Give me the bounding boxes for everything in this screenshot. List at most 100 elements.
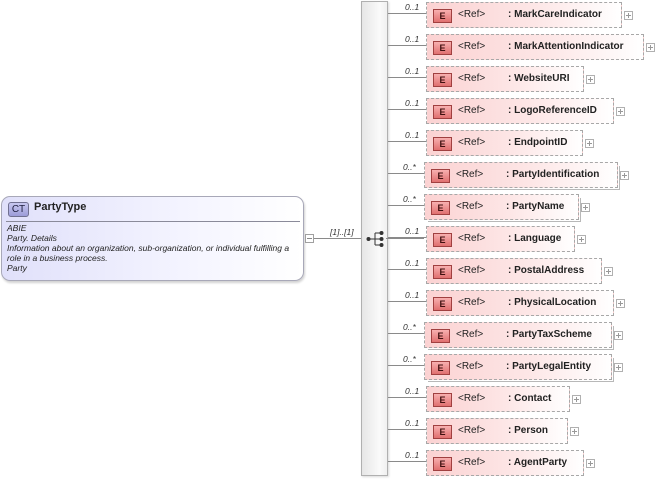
element-ref: <Ref> xyxy=(456,169,484,180)
complex-type-party-type[interactable]: CT PartyType ABIE Party. Details Informa… xyxy=(1,196,304,281)
expand-toggle[interactable] xyxy=(616,299,625,308)
element-cardinality: 0..* xyxy=(403,322,416,332)
element-cardinality: 0..1 xyxy=(405,2,420,12)
element-box[interactable]: E <Ref> : Contact xyxy=(426,386,570,412)
expand-toggle[interactable] xyxy=(570,427,579,436)
element-box[interactable]: E <Ref> : PartyTaxScheme xyxy=(424,322,612,348)
element-badge: E xyxy=(433,9,452,23)
element-ref: <Ref> xyxy=(458,105,486,116)
connector-line xyxy=(388,429,426,430)
element-name: : PostalAddress xyxy=(508,265,585,276)
element-name: : Language xyxy=(508,233,562,244)
element-ref: <Ref> xyxy=(458,41,486,52)
connector-line xyxy=(388,237,426,238)
element-name: : PartyIdentification xyxy=(506,169,600,180)
expand-toggle[interactable] xyxy=(616,107,625,116)
connector-line xyxy=(388,333,424,334)
element-ref: <Ref> xyxy=(458,73,486,84)
element-cardinality: 0..1 xyxy=(405,386,420,396)
connector-line xyxy=(388,397,426,398)
element-box[interactable]: E <Ref> : PhysicalLocation xyxy=(426,290,614,316)
doc-line: Party xyxy=(7,263,27,273)
expand-toggle[interactable] xyxy=(577,235,586,244)
expand-toggle[interactable] xyxy=(614,363,623,372)
element-ref: <Ref> xyxy=(456,329,484,340)
element-name: : Person xyxy=(508,425,549,436)
expand-toggle[interactable] xyxy=(604,267,613,276)
element-box[interactable]: E <Ref> : MarkCareIndicator xyxy=(426,2,622,28)
expand-toggle[interactable] xyxy=(586,75,595,84)
element-name: : WebsiteURI xyxy=(508,73,570,84)
connector-line xyxy=(388,461,426,462)
doc-line: Party. Details xyxy=(7,233,57,243)
complex-type-name: PartyType xyxy=(34,201,87,213)
element-box[interactable]: E <Ref> : PartyName xyxy=(424,194,579,220)
connector-line xyxy=(388,109,426,110)
element-ref: <Ref> xyxy=(458,265,486,276)
element-cardinality: 0..1 xyxy=(405,34,420,44)
expand-toggle[interactable] xyxy=(614,331,623,340)
expand-toggle[interactable] xyxy=(581,203,590,212)
connector-line xyxy=(388,13,426,14)
element-box[interactable]: E <Ref> : PostalAddress xyxy=(426,258,602,284)
expand-toggle[interactable] xyxy=(572,395,581,404)
element-badge: E xyxy=(433,457,452,471)
expand-toggle[interactable] xyxy=(646,43,655,52)
complex-type-documentation: ABIE Party. Details Information about an… xyxy=(7,223,300,273)
sequence-icon xyxy=(366,231,384,247)
connector-line xyxy=(388,173,424,174)
element-box[interactable]: E <Ref> : PartyLegalEntity xyxy=(424,354,612,380)
element-cardinality: 0..1 xyxy=(405,290,420,300)
element-badge: E xyxy=(433,41,452,55)
element-box[interactable]: E <Ref> : WebsiteURI xyxy=(426,66,584,92)
element-badge: E xyxy=(431,169,450,183)
element-ref: <Ref> xyxy=(456,201,484,212)
element-ref: <Ref> xyxy=(458,457,486,468)
element-box[interactable]: E <Ref> : PartyIdentification xyxy=(424,162,618,188)
element-badge: E xyxy=(433,233,452,247)
element-ref: <Ref> xyxy=(458,233,486,244)
connector-line xyxy=(314,238,366,239)
element-cardinality: 0..* xyxy=(403,162,416,172)
element-name: : LogoReferenceID xyxy=(508,105,597,116)
element-name: : Contact xyxy=(508,393,552,404)
element-box[interactable]: E <Ref> : LogoReferenceID xyxy=(426,98,614,124)
connector-line xyxy=(388,269,426,270)
element-badge: E xyxy=(433,105,452,119)
collapse-toggle[interactable] xyxy=(305,234,314,243)
element-ref: <Ref> xyxy=(456,361,484,372)
element-badge: E xyxy=(433,393,452,407)
element-cardinality: 0..1 xyxy=(405,66,420,76)
doc-line: ABIE xyxy=(7,223,27,233)
sequence-cardinality: [1]..[1] xyxy=(330,227,354,237)
element-box[interactable]: E <Ref> : Person xyxy=(426,418,568,444)
element-ref: <Ref> xyxy=(458,393,486,404)
element-cardinality: 0..1 xyxy=(405,450,420,460)
element-cardinality: 0..1 xyxy=(405,98,420,108)
element-name: : EndpointID xyxy=(508,137,568,148)
connector-line xyxy=(386,238,424,239)
complex-type-badge: CT xyxy=(8,202,29,217)
element-badge: E xyxy=(433,425,452,439)
element-cardinality: 0..1 xyxy=(405,258,420,268)
element-box[interactable]: E <Ref> : AgentParty xyxy=(426,450,584,476)
element-name: : MarkCareIndicator xyxy=(508,9,602,20)
element-ref: <Ref> xyxy=(458,297,486,308)
element-box[interactable]: E <Ref> : EndpointID xyxy=(426,130,583,156)
expand-toggle[interactable] xyxy=(624,11,633,20)
doc-line: Information about an organization, sub-o… xyxy=(7,243,290,263)
expand-toggle[interactable] xyxy=(585,139,594,148)
element-box[interactable]: E <Ref> : MarkAttentionIndicator xyxy=(426,34,644,60)
element-cardinality: 0..* xyxy=(403,194,416,204)
element-badge: E xyxy=(431,361,450,375)
element-box[interactable]: E <Ref> : Language xyxy=(426,226,575,252)
expand-toggle[interactable] xyxy=(620,171,629,180)
element-name: : PartyLegalEntity xyxy=(506,361,592,372)
element-cardinality: 0..1 xyxy=(405,226,420,236)
element-name: : PartyTaxScheme xyxy=(506,329,592,340)
element-badge: E xyxy=(433,265,452,279)
expand-toggle[interactable] xyxy=(586,459,595,468)
element-ref: <Ref> xyxy=(458,425,486,436)
element-name: : PhysicalLocation xyxy=(508,297,597,308)
element-cardinality: 0..1 xyxy=(405,130,420,140)
